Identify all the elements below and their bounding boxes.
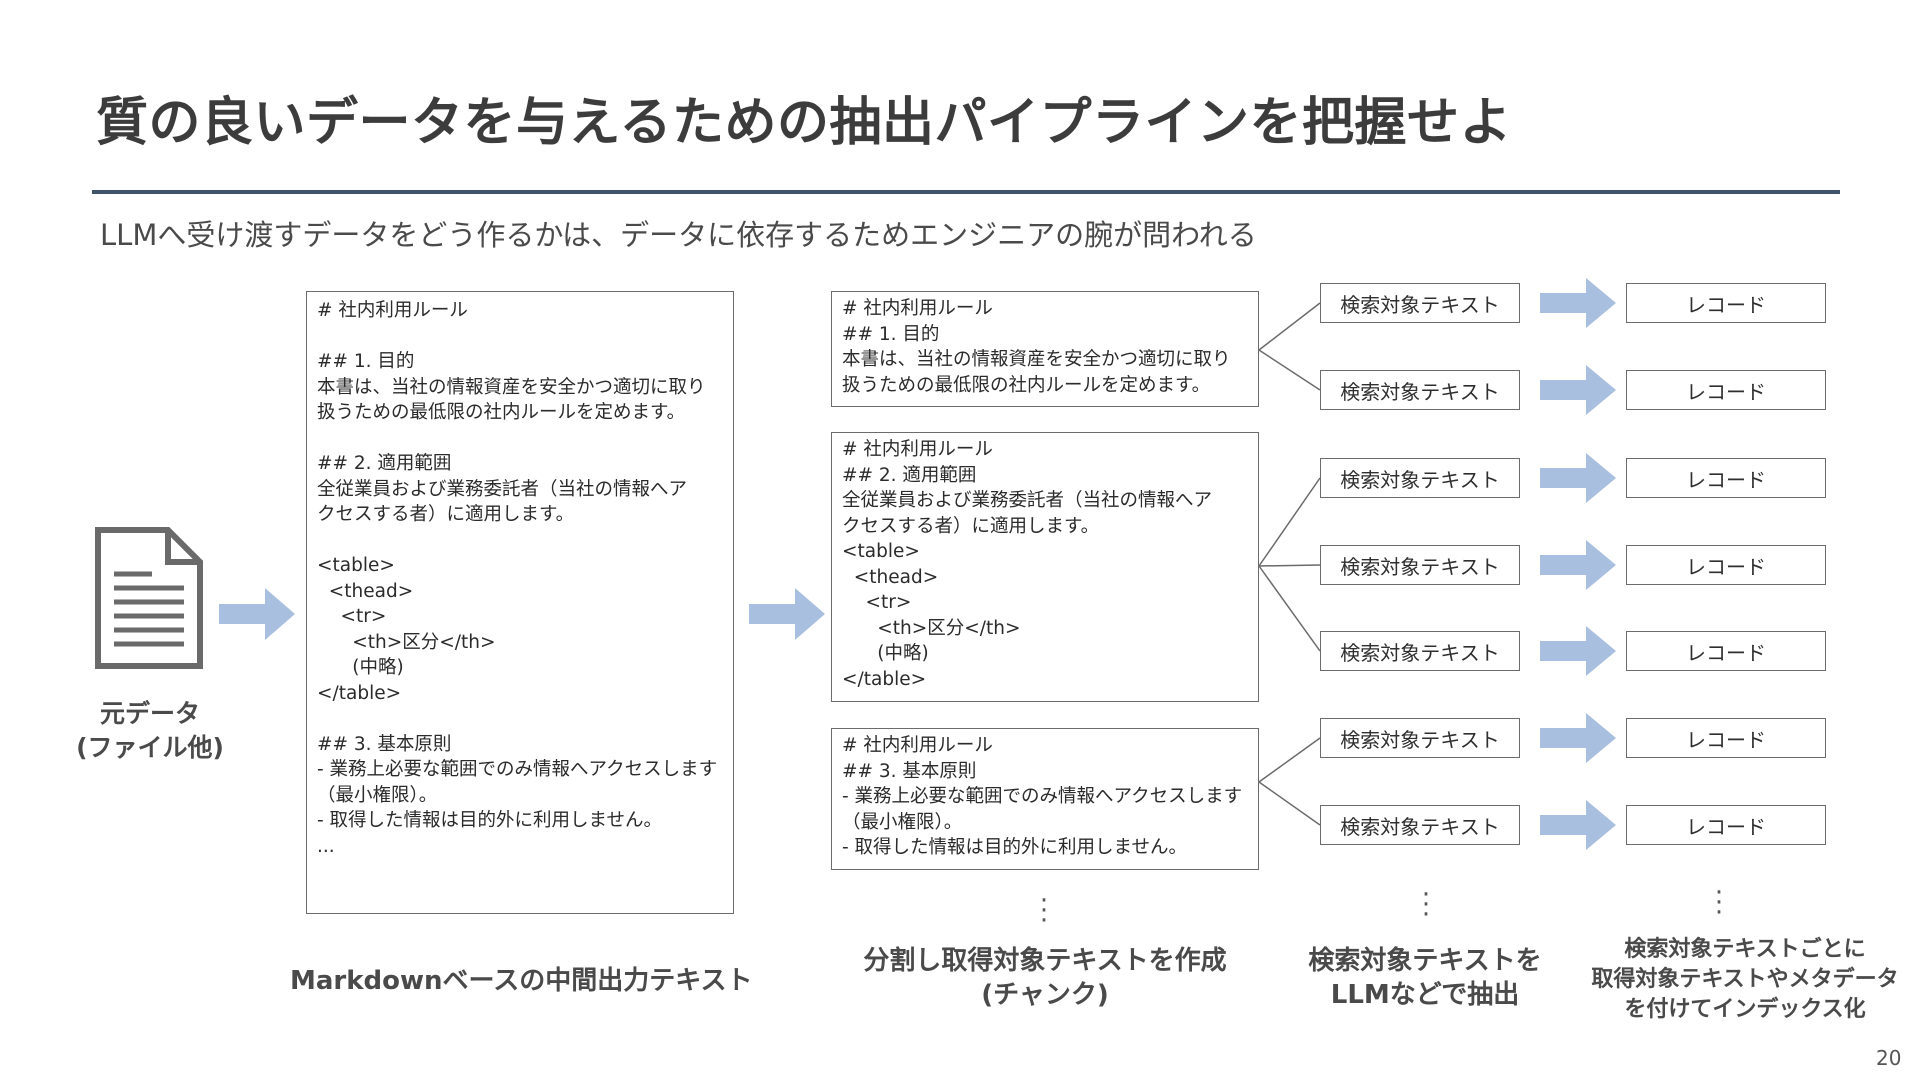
search-text-box: 検索対象テキスト	[1320, 458, 1520, 498]
search-text-box: 検索対象テキスト	[1320, 545, 1520, 585]
continuation-dots: ···	[1421, 880, 1431, 930]
arrow-right	[1540, 453, 1616, 507]
title-divider	[92, 190, 1840, 194]
record-box: レコード	[1626, 631, 1826, 671]
chunk-text: # 社内利用ルール ## 1. 目的 本書は、当社の情報資産を安全かつ適切に取り…	[842, 298, 1231, 396]
record-box: レコード	[1626, 718, 1826, 758]
document-icon	[94, 526, 206, 670]
record-box: レコード	[1626, 458, 1826, 498]
search-text-box: 検索対象テキスト	[1320, 718, 1520, 758]
arrow-right	[1540, 540, 1616, 594]
continuation-dots: ···	[1039, 886, 1049, 936]
markdown-output-box: # 社内利用ルール ## 1. 目的 本書は、当社の情報資産を安全かつ適切に取り…	[306, 291, 734, 914]
caption-markdown: Markdownベースの中間出力テキスト	[290, 966, 753, 996]
arrow-right	[1540, 800, 1616, 854]
record-box: レコード	[1626, 370, 1826, 410]
source-label: 元データ (ファイル他)	[76, 699, 224, 762]
arrow-right	[749, 588, 825, 644]
continuation-dots: ···	[1714, 878, 1724, 928]
chunk-box-2: # 社内利用ルール ## 2. 適用範囲 全従業員および業務委託者（当社の情報へ…	[831, 432, 1259, 702]
page-title: 質の良いデータを与えるための抽出パイプラインを把握せよ	[96, 93, 1512, 153]
record-box: レコード	[1626, 545, 1826, 585]
chunk-box-3: # 社内利用ルール ## 3. 基本原則 - 業務上必要な範囲でのみ情報へアクセ…	[831, 728, 1259, 870]
caption-index: 検索対象テキストごとに 取得対象テキストやメタデータ を付けてインデックス化	[1591, 937, 1899, 1022]
record-box: レコード	[1626, 805, 1826, 845]
search-text-box: 検索対象テキスト	[1320, 370, 1520, 410]
record-box: レコード	[1626, 283, 1826, 323]
search-text-box: 検索対象テキスト	[1320, 805, 1520, 845]
chunk-text: # 社内利用ルール ## 2. 適用範囲 全従業員および業務委託者（当社の情報へ…	[842, 439, 1213, 690]
caption-chunk: 分割し取得対象テキストを作成 (チャンク)	[863, 946, 1227, 1010]
arrow-right	[1540, 365, 1616, 419]
arrow-right	[1540, 278, 1616, 332]
markdown-output-text: # 社内利用ルール ## 1. 目的 本書は、当社の情報資産を安全かつ適切に取り…	[317, 300, 718, 857]
chunk-box-1: # 社内利用ルール ## 1. 目的 本書は、当社の情報資産を安全かつ適切に取り…	[831, 291, 1259, 407]
search-text-box: 検索対象テキスト	[1320, 283, 1520, 323]
chunk-text: # 社内利用ルール ## 3. 基本原則 - 業務上必要な範囲でのみ情報へアクセ…	[842, 735, 1243, 858]
arrow-right	[219, 588, 295, 644]
page-subtitle: LLMへ受け渡すデータをどう作るかは、データに依存するためエンジニアの腕が問われ…	[100, 218, 1257, 252]
caption-extract: 検索対象テキストを LLMなどで抽出	[1308, 946, 1542, 1010]
arrow-right	[1540, 626, 1616, 680]
search-text-box: 検索対象テキスト	[1320, 631, 1520, 671]
arrow-right	[1540, 713, 1616, 767]
page-number: 20	[1876, 1046, 1902, 1070]
